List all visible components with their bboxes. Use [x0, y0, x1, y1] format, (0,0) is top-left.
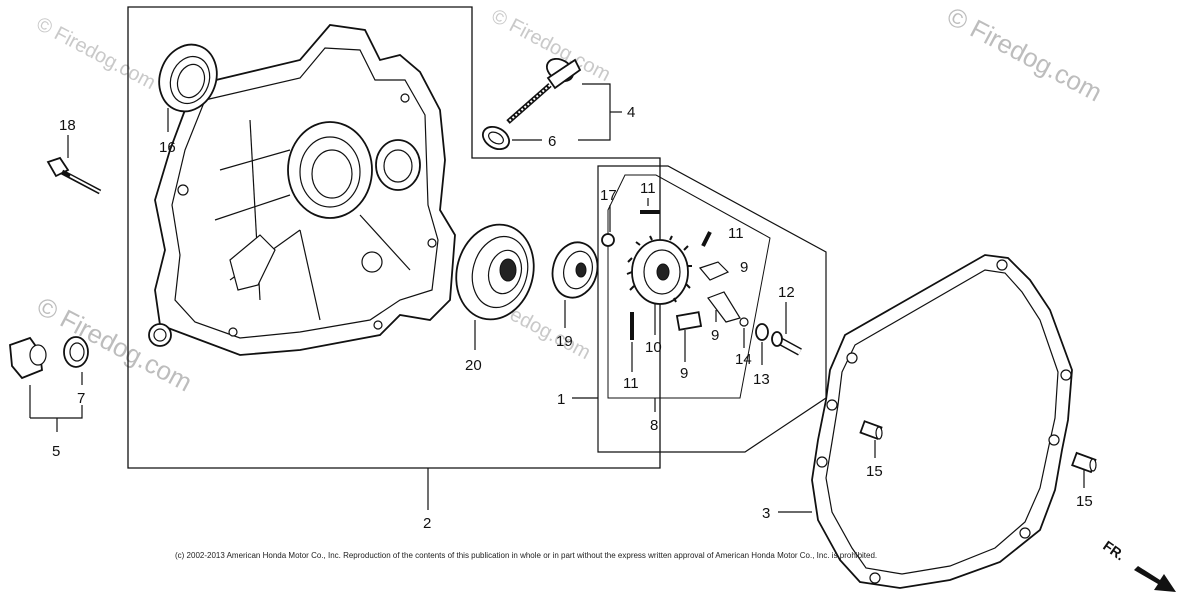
copyright-notice: (c) 2002-2013 American Honda Motor Co., …	[175, 551, 877, 560]
leader-5	[30, 405, 83, 419]
callout-5: 5	[52, 443, 60, 460]
dowel-pin-15b	[1071, 451, 1097, 474]
callout-17: 17	[600, 187, 617, 204]
callout-7: 7	[77, 390, 85, 407]
flange-bolt-18	[46, 156, 102, 195]
assembly-frame-2	[127, 6, 661, 469]
direction-label: FR.	[1100, 537, 1128, 563]
callout-9b: 9	[711, 327, 719, 344]
callout-9c: 9	[680, 365, 688, 382]
callout-16: 16	[159, 139, 176, 156]
dowel-pin-15a	[859, 420, 883, 440]
gasket-3	[811, 254, 1073, 589]
clip-14	[739, 317, 749, 327]
crankcase-cover	[148, 24, 456, 356]
weight-9a	[698, 261, 730, 281]
oil-seal-16	[158, 43, 218, 113]
callout-12: 12	[778, 284, 795, 301]
callout-6: 6	[548, 133, 556, 150]
watermark-top-left: © Firedog.com	[33, 13, 159, 94]
governor-holder-9	[675, 311, 703, 331]
callout-1: 1	[557, 391, 565, 408]
callout-11c: 11	[623, 375, 639, 392]
weight-9b	[707, 291, 741, 323]
ball-bearing-20	[455, 223, 535, 321]
governor-shaft-12	[771, 331, 802, 356]
callout-20: 20	[465, 357, 482, 374]
leader-4	[578, 83, 611, 141]
callout-3: 3	[762, 505, 770, 522]
drain-plug-5	[9, 336, 47, 380]
callout-8: 8	[650, 417, 658, 434]
callout-labels: 18 16 4 6 17 11 11 9 12 9 19 10 14 20 9 …	[52, 104, 1093, 532]
callout-4: 4	[627, 104, 635, 121]
callout-18: 18	[59, 117, 76, 134]
pin-11b	[701, 231, 712, 247]
washer-17	[601, 233, 615, 247]
callout-10: 10	[645, 339, 662, 356]
governor-gear-10	[626, 235, 692, 305]
watermark-top-right: © Firedog.com	[942, 1, 1107, 108]
assembly-frame-8	[607, 174, 771, 399]
front-direction-arrow: FR.	[1100, 537, 1176, 592]
oil-filler-cap-4	[506, 57, 582, 124]
callout-2: 2	[423, 515, 431, 532]
callout-13: 13	[753, 371, 770, 388]
callout-11a: 11	[640, 180, 656, 197]
callout-15b: 15	[1076, 493, 1093, 510]
ball-bearing-19	[551, 241, 599, 299]
callout-15a: 15	[866, 463, 883, 480]
callout-9a: 9	[740, 259, 748, 276]
washer-13	[755, 323, 769, 341]
callout-14: 14	[735, 351, 752, 368]
assembly-frame-1	[597, 165, 827, 453]
callout-11b: 11	[728, 225, 744, 242]
callout-19: 19	[556, 333, 573, 350]
arrow-icon	[1134, 566, 1176, 592]
